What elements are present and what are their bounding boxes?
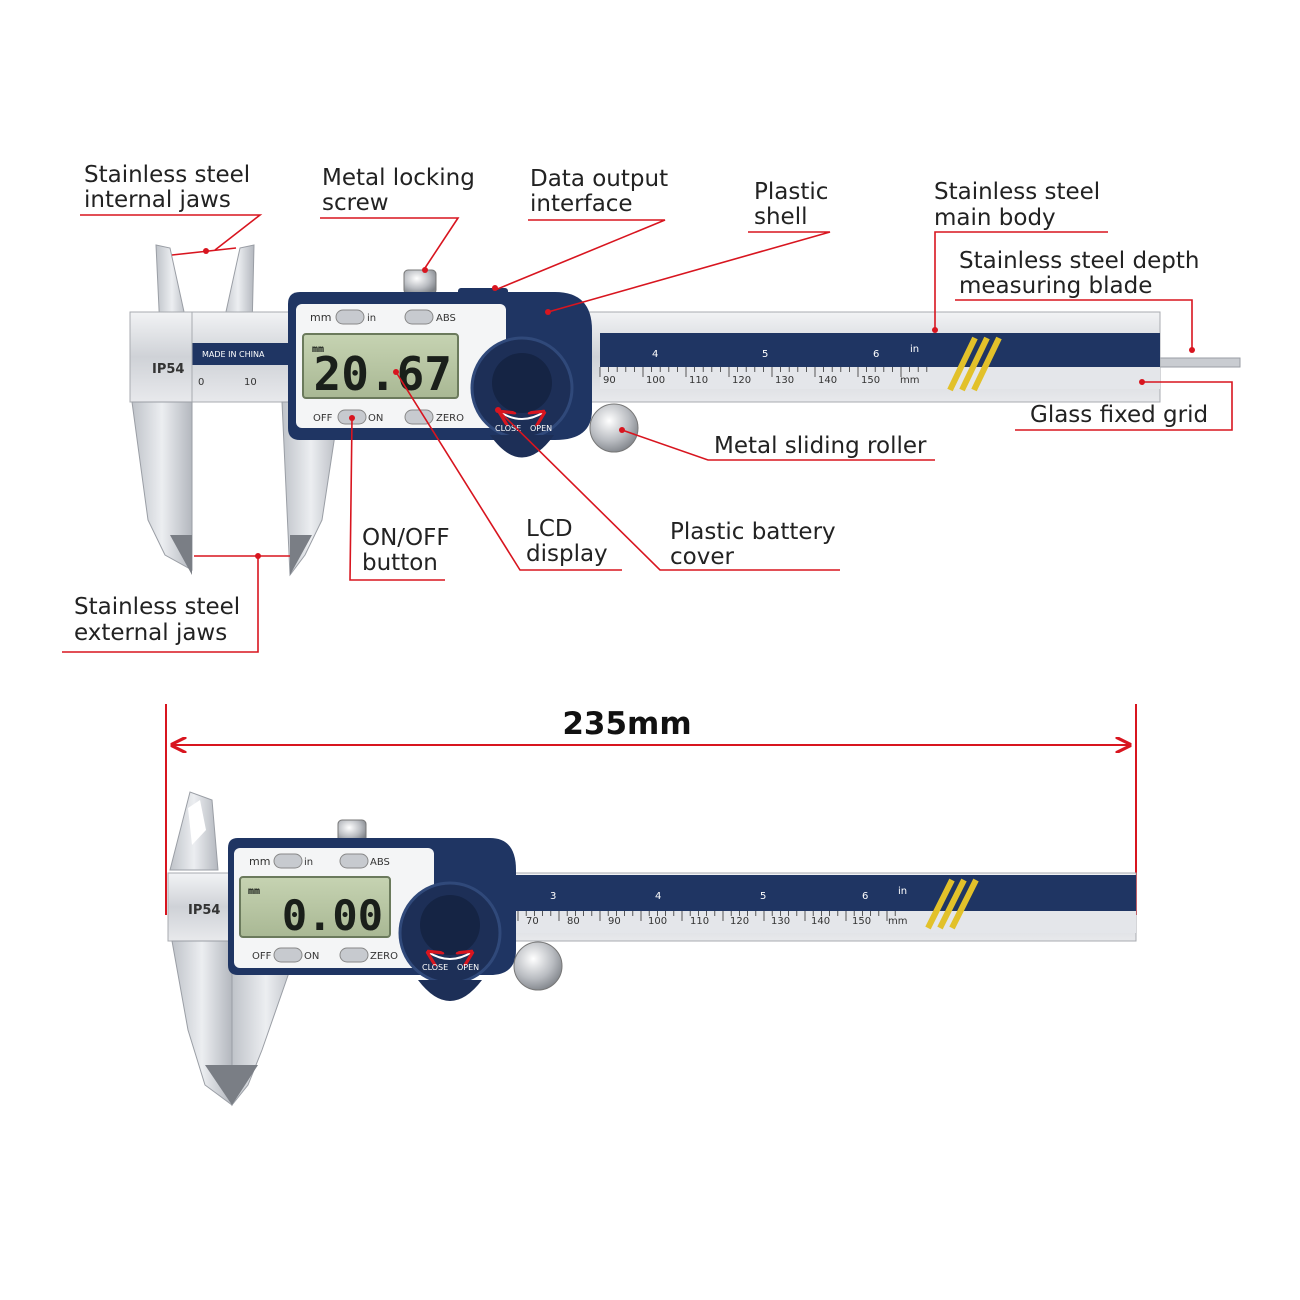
scale-mm-b-110: 110 bbox=[690, 916, 709, 927]
lcd-display bbox=[302, 333, 459, 399]
btn-mm-text: mm bbox=[310, 311, 331, 324]
btn-zero-text-b: ZERO bbox=[370, 951, 398, 962]
made-in-text: MADE IN CHINA bbox=[202, 350, 265, 359]
ip-rating-b: IP54 bbox=[188, 903, 220, 918]
scale-unit-in: in bbox=[910, 344, 919, 355]
ip-rating: IP54 bbox=[152, 362, 184, 377]
lcd-unit-text: mm bbox=[312, 344, 324, 355]
cover-open-text-b: OPEN bbox=[457, 963, 479, 972]
caliper-top: mm 20.67 mm in ABS OFF ON ZERO CLOSE OPE… bbox=[129, 244, 1241, 577]
scale-mm-b-80: 80 bbox=[567, 916, 580, 927]
label-battery-cover: Plastic battery cover bbox=[670, 519, 843, 570]
mm-in-button-b[interactable] bbox=[273, 853, 303, 869]
jaw-tip-sliding bbox=[290, 535, 312, 575]
label-depth-blade: Stainless steel depth measuring blade bbox=[959, 248, 1207, 299]
external-jaw-fixed bbox=[131, 401, 193, 571]
btn-off-text: OFF bbox=[313, 413, 333, 424]
rotate-arrow-icon bbox=[500, 412, 544, 419]
btn-off-text-b: OFF bbox=[252, 951, 272, 962]
caliper-bottom: mm 0.00 mm in ABS OFF ON ZERO CLOSE OPEN… bbox=[167, 791, 1137, 1107]
label-onoff-button: ON/OFF button bbox=[362, 525, 457, 576]
jaw-tip-fixed bbox=[170, 535, 192, 575]
label-locking-screw: Metal locking screw bbox=[322, 165, 482, 216]
locking-screw[interactable] bbox=[403, 269, 437, 295]
scale-mm-b-120: 120 bbox=[730, 916, 749, 927]
onoff-button-b[interactable] bbox=[273, 947, 303, 963]
scale-unit-mm: mm bbox=[900, 375, 919, 386]
btn-zero-text: ZERO bbox=[436, 413, 464, 424]
label-external-jaws: Stainless steel external jaws bbox=[74, 594, 248, 646]
scale-mm-b-100: 100 bbox=[648, 916, 667, 927]
callout-dots bbox=[203, 248, 1195, 559]
ticks-top bbox=[599, 367, 928, 377]
scale-in-4: 4 bbox=[652, 349, 658, 360]
accent-stripes bbox=[947, 336, 1002, 392]
label-internal-jaws: Stainless steel internal jaws bbox=[84, 162, 258, 213]
scale-mm-100: 100 bbox=[646, 375, 665, 386]
callout-lines bbox=[62, 214, 1233, 653]
label-sliding-roller: Metal sliding roller bbox=[714, 433, 927, 459]
btn-on-text: ON bbox=[368, 413, 383, 424]
lcd-reading: 20.67 bbox=[314, 347, 452, 401]
accent-stripes-b bbox=[925, 878, 979, 930]
cover-close-text: CLOSE bbox=[495, 424, 521, 433]
btn-on-text-b: ON bbox=[304, 951, 319, 962]
scale-mm-90: 90 bbox=[603, 375, 616, 386]
scale-mm-b-130: 130 bbox=[771, 916, 790, 927]
btn-abs-text-b: ABS bbox=[370, 857, 390, 868]
btn-abs-text: ABS bbox=[436, 313, 456, 324]
lcd-display-b bbox=[239, 876, 391, 938]
sliding-roller[interactable] bbox=[589, 403, 639, 453]
scale-mm-110: 110 bbox=[689, 375, 708, 386]
sliding-roller-b[interactable] bbox=[513, 941, 563, 991]
zero-button[interactable] bbox=[404, 409, 434, 425]
cover-open-text: OPEN bbox=[530, 424, 552, 433]
fixed-scale-band bbox=[192, 343, 288, 365]
scale-in-b-3: 3 bbox=[550, 891, 556, 902]
scale-in-b-4: 4 bbox=[655, 891, 661, 902]
scale-in-b-6: 6 bbox=[862, 891, 868, 902]
btn-in-text-b: in bbox=[304, 857, 313, 868]
scale-mm-b-150: 150 bbox=[852, 916, 871, 927]
rotate-arrow-icon-b bbox=[428, 952, 472, 959]
lcd-unit-text-b: mm bbox=[248, 886, 260, 897]
scale-band-b bbox=[515, 875, 1136, 911]
lcd-reading-b: 0.00 bbox=[282, 891, 383, 940]
btn-in-text: in bbox=[367, 313, 376, 324]
scale-unit-in-b: in bbox=[898, 886, 907, 897]
scale-mm-150: 150 bbox=[861, 375, 880, 386]
scale-in-b-5: 5 bbox=[760, 891, 766, 902]
scale-band bbox=[600, 333, 1160, 367]
btn-mm-text-b: mm bbox=[249, 855, 270, 868]
scale-unit-mm-b: mm bbox=[888, 916, 907, 927]
mm-in-button[interactable] bbox=[335, 309, 365, 325]
scale-mm-b-70: 70 bbox=[526, 916, 539, 927]
zero-button-b[interactable] bbox=[339, 947, 369, 963]
cover-close-text-b: CLOSE bbox=[422, 963, 448, 972]
label-glass-grid: Glass fixed grid bbox=[1030, 402, 1208, 428]
external-jaw-b-fixed bbox=[171, 940, 233, 1106]
ticks-bottom bbox=[517, 911, 896, 921]
scale-in-5: 5 bbox=[762, 349, 768, 360]
scale-in-6: 6 bbox=[873, 349, 879, 360]
abs-button-b[interactable] bbox=[339, 853, 369, 869]
scale-left-0: 0 bbox=[198, 377, 204, 388]
dimension-label: 235mm bbox=[562, 706, 691, 742]
scale-strip bbox=[600, 367, 1160, 389]
fixed-head bbox=[129, 311, 193, 403]
scale-mm-120: 120 bbox=[732, 375, 751, 386]
scale-mm-140: 140 bbox=[818, 375, 837, 386]
label-data-output: Data output interface bbox=[530, 166, 675, 217]
label-lcd-display: LCD display bbox=[526, 516, 608, 567]
scale-mm-b-140: 140 bbox=[811, 916, 830, 927]
abs-button[interactable] bbox=[404, 309, 434, 325]
label-plastic-shell: Plastic shell bbox=[754, 179, 836, 230]
scale-mm-130: 130 bbox=[775, 375, 794, 386]
label-main-body: Stainless steel main body bbox=[934, 179, 1108, 231]
scale-left-10: 10 bbox=[244, 377, 257, 388]
scale-mm-b-90: 90 bbox=[608, 916, 621, 927]
